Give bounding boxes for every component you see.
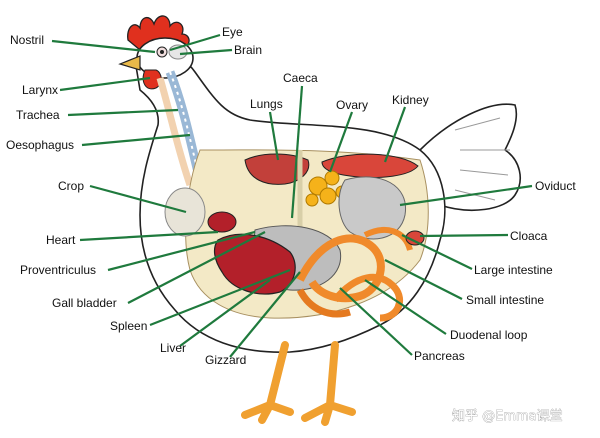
label-heart: Heart <box>46 233 76 247</box>
label-gall-bladder: Gall bladder <box>52 296 117 310</box>
label-nostril: Nostril <box>10 33 44 47</box>
beak <box>118 55 141 71</box>
label-duodenal-loop: Duodenal loop <box>450 328 528 342</box>
label-gizzard: Gizzard <box>205 353 246 367</box>
watermark: 知乎 @Emma课堂 <box>452 408 563 424</box>
label-oviduct: Oviduct <box>535 179 576 193</box>
lungs-organ <box>244 153 310 185</box>
label-ovary: Ovary <box>336 98 368 112</box>
label-kidney: Kidney <box>392 93 429 107</box>
label-spleen: Spleen <box>110 319 147 333</box>
liver-organ <box>213 233 296 295</box>
oesophagus-tube <box>156 77 194 187</box>
intestines <box>296 227 413 322</box>
wattle <box>142 69 162 90</box>
leader-lines <box>51 33 533 358</box>
label-crop: Crop <box>58 179 84 193</box>
label-small-intestine: Small intestine <box>466 293 544 307</box>
heart-organ <box>207 211 237 233</box>
labels: Nostril Eye Brain Larynx Trachea Oesopha… <box>6 25 576 367</box>
label-liver: Liver <box>160 341 186 355</box>
label-eye: Eye <box>222 25 243 39</box>
label-brain: Brain <box>234 43 262 57</box>
label-lungs: Lungs <box>250 97 283 111</box>
label-trachea: Trachea <box>16 108 60 122</box>
label-caeca: Caeca <box>283 71 318 85</box>
label-larynx: Larynx <box>22 83 58 97</box>
label-proventriculus: Proventriculus <box>20 263 96 277</box>
label-pancreas: Pancreas <box>414 349 465 363</box>
label-cloaca: Cloaca <box>510 229 548 243</box>
label-large-intestine: Large intestine <box>474 263 553 277</box>
tail-feathers <box>419 103 521 211</box>
label-oesophagus: Oesophagus <box>6 138 74 152</box>
legs <box>241 341 356 426</box>
